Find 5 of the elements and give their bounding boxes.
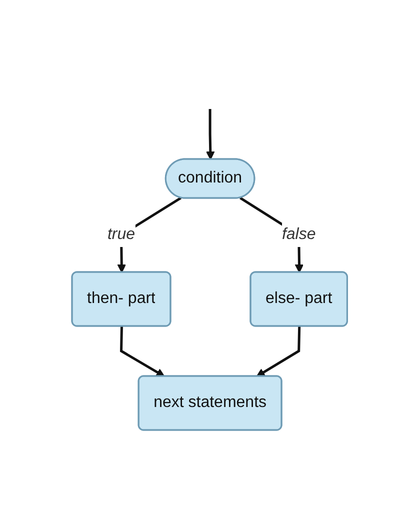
edge-label: false xyxy=(282,226,316,243)
arrow xyxy=(206,109,215,160)
edge-label: true xyxy=(107,226,135,243)
arrow xyxy=(120,326,165,377)
arrow xyxy=(256,326,300,377)
